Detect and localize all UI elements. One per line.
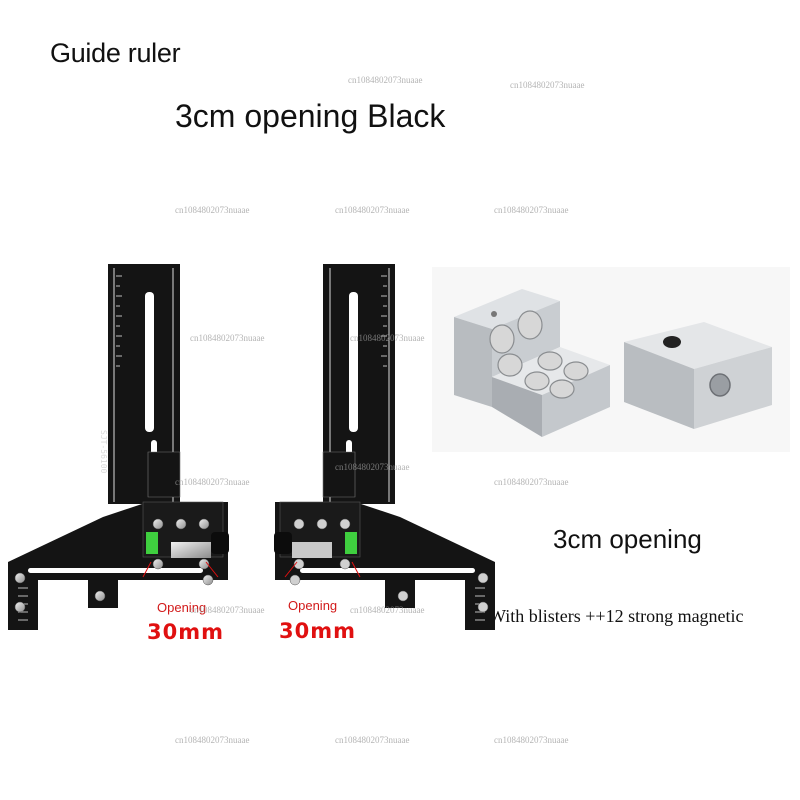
watermark: cn1084802073nuaae [494, 477, 569, 487]
watermark: cn1084802073nuaae [190, 605, 265, 615]
magnet-note: With blisters ++12 strong magnetic [489, 606, 744, 626]
watermark: cn1084802073nuaae [190, 333, 265, 343]
watermark: cn1084802073nuaae [175, 735, 250, 745]
watermark: cn1084802073nuaae [494, 735, 569, 745]
watermark: cn1084802073nuaae [348, 75, 423, 85]
product-title: Guide ruler [50, 38, 181, 68]
watermark: cn1084802073nuaae [510, 80, 585, 90]
block-opening-label: 3cm opening [553, 524, 702, 554]
watermark: cn1084802073nuaae [335, 462, 410, 472]
guide-ruler-left [8, 262, 248, 632]
right-opening-word: Opening [288, 598, 338, 613]
watermark: cn1084802073nuaae [335, 735, 410, 745]
watermark: cn1084802073nuaae [175, 477, 250, 487]
right-opening-size: 30mm [279, 619, 356, 643]
watermark: cn1084802073nuaae [350, 333, 425, 343]
guide-ruler-right [255, 262, 495, 632]
watermark: cn1084802073nuaae [494, 205, 569, 215]
left-opening-word: Opening [157, 600, 207, 615]
model-code: SJT-56100 [99, 430, 108, 474]
variant-subtitle: 3cm opening Black [175, 98, 446, 134]
watermark: cn1084802073nuaae [335, 205, 410, 215]
watermark: cn1084802073nuaae [175, 205, 250, 215]
watermark: cn1084802073nuaae [350, 605, 425, 615]
aluminum-blocks-photo [432, 267, 790, 452]
left-opening-size: 30mm [147, 620, 224, 644]
